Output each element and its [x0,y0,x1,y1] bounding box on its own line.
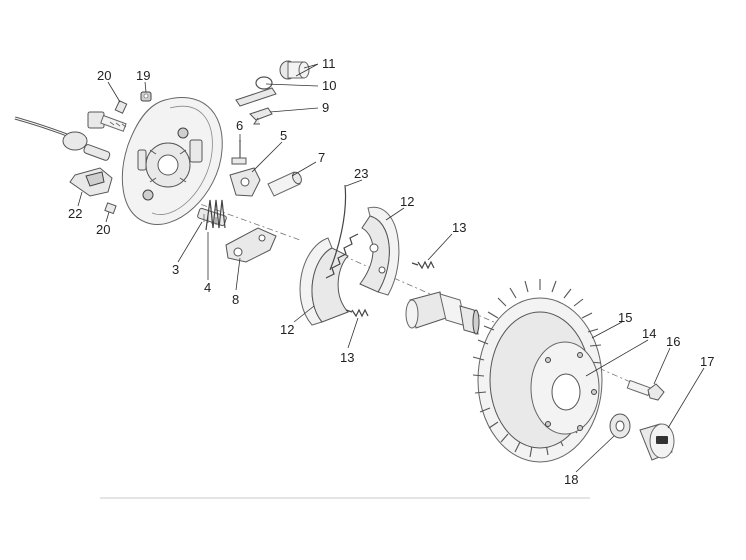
callout-18: 18 [564,472,578,487]
part-wheel-bolt [626,379,665,401]
leader-line-23 [345,179,363,187]
callout-12-bottom: 12 [280,322,294,337]
callout-17: 17 [700,354,714,369]
callout-10: 10 [322,78,336,93]
callout-20-bottom: 20 [96,222,110,237]
part-hub-cap [639,423,675,461]
part-brake-drum [472,279,603,463]
part-nut-small [140,91,152,102]
callout-23: 23 [354,166,368,181]
leader-line-13-bottom [347,317,359,349]
leader-line-5 [251,141,283,173]
leader-line-18 [575,435,615,473]
callout-20-top: 20 [97,68,111,83]
leader-line-10 [265,83,319,87]
leader-line-15 [591,321,623,339]
part-holddown-spring-lower [345,308,369,318]
part-castle-nut [609,413,631,439]
callout-6: 6 [236,118,243,133]
callout-8: 8 [232,292,239,307]
leader-line-13-top [427,233,453,261]
part-cylinder-pin [267,171,302,197]
leader-line-11 [295,63,319,77]
part-brake-shoe-front [299,237,349,326]
leader-line-14 [585,339,649,377]
callout-4: 4 [204,280,211,295]
leader-line-3 [177,221,203,263]
part-backing-plate [121,96,223,225]
leader-line-7 [291,161,317,177]
part-return-spring [325,184,359,279]
leader-line-20-bottom [105,211,110,223]
callout-13-bottom: 13 [340,350,354,365]
leader-line-20-top [107,81,121,103]
part-pin [231,140,247,165]
part-actuator [225,227,277,263]
part-spindle [405,291,480,335]
callout-7: 7 [318,150,325,165]
leader-line-12-bottom [293,305,315,323]
part-brake-shoe-rear [359,206,400,296]
part-clip-bottom [104,202,117,215]
leader-line-8 [235,257,241,291]
leader-line-9 [269,107,319,113]
callout-12-top: 12 [400,194,414,209]
leader-line-19 [144,81,147,93]
part-clip-top [114,100,128,114]
part-adjuster-sleeve [279,60,310,80]
leader-line-17 [667,367,705,429]
part-holddown-spring-upper [411,260,435,270]
brake-cable [14,116,111,161]
part-lever [235,76,277,107]
callout-5: 5 [280,128,287,143]
callout-9: 9 [322,100,329,115]
part-adjuster-spring [205,199,226,231]
part-anchor-block [229,167,261,197]
leader-line-16 [653,347,671,385]
callout-11: 11 [322,56,336,71]
callout-13-top: 13 [452,220,466,235]
callout-14: 14 [642,326,656,341]
callout-3: 3 [172,262,179,277]
callout-22: 22 [68,206,82,221]
part-cable-bracket [69,167,113,197]
callout-16: 16 [666,334,680,349]
axis-line-upper [174,194,301,241]
leader-line-22 [77,191,83,207]
part-bolt [87,111,127,132]
part-retaining-clip [249,107,273,125]
callout-15: 15 [618,310,632,325]
callout-19: 19 [136,68,150,83]
leader-line-12-top [385,207,405,221]
